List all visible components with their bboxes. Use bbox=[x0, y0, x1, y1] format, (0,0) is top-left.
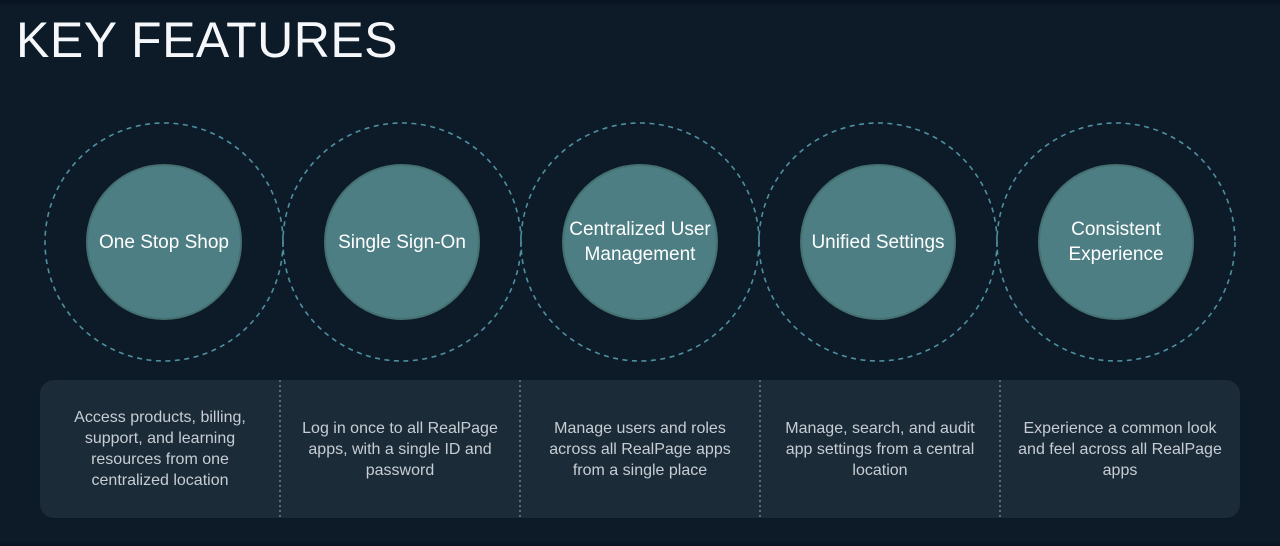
dotted-divider bbox=[519, 380, 521, 518]
feature-column-single-sign-on: Single Sign-On bbox=[282, 118, 522, 366]
feature-circle: One Stop Shop bbox=[86, 164, 242, 320]
feature-column-unified-settings: Unified Settings bbox=[758, 118, 998, 366]
feature-column-centralized-user-management: Centralized User Management bbox=[520, 118, 760, 366]
feature-description: Manage users and roles across all RealPa… bbox=[549, 419, 731, 479]
feature-description: Log in once to all RealPage apps, with a… bbox=[302, 419, 498, 479]
feature-description: Manage, search, and audit app settings f… bbox=[785, 419, 975, 479]
features-row: One Stop Shop Single Sign-On Centralized… bbox=[44, 118, 1236, 366]
feature-label: Single Sign-On bbox=[338, 231, 466, 253]
description-cell: Access products, billing, support, and l… bbox=[40, 380, 280, 518]
feature-label: Consistent Experience bbox=[1068, 219, 1164, 265]
description-cell: Log in once to all RealPage apps, with a… bbox=[280, 380, 520, 518]
feature-circle: Unified Settings bbox=[800, 164, 956, 320]
dotted-divider bbox=[999, 380, 1001, 518]
feature-column-consistent-experience: Consistent Experience bbox=[996, 118, 1236, 366]
feature-description: Access products, billing, support, and l… bbox=[74, 409, 246, 489]
feature-label: Unified Settings bbox=[811, 231, 945, 253]
feature-circle: Centralized User Management bbox=[562, 164, 718, 320]
feature-label: Centralized User Management bbox=[569, 219, 711, 265]
description-cell: Manage, search, and audit app settings f… bbox=[760, 380, 1000, 518]
description-cell: Experience a common look and feel across… bbox=[1000, 380, 1240, 518]
dashed-ring-icon bbox=[996, 122, 1236, 362]
descriptions-panel: Access products, billing, support, and l… bbox=[40, 380, 1240, 518]
page-title: KEY FEATURES bbox=[16, 12, 399, 68]
description-cell: Manage users and roles across all RealPa… bbox=[520, 380, 760, 518]
feature-label: One Stop Shop bbox=[99, 231, 229, 253]
feature-column-one-stop-shop: One Stop Shop bbox=[44, 118, 284, 366]
dotted-divider bbox=[759, 380, 761, 518]
dotted-divider bbox=[279, 380, 281, 518]
feature-description: Experience a common look and feel across… bbox=[1018, 419, 1222, 479]
feature-circle: Consistent Experience bbox=[1038, 164, 1194, 320]
feature-circle: Single Sign-On bbox=[324, 164, 480, 320]
